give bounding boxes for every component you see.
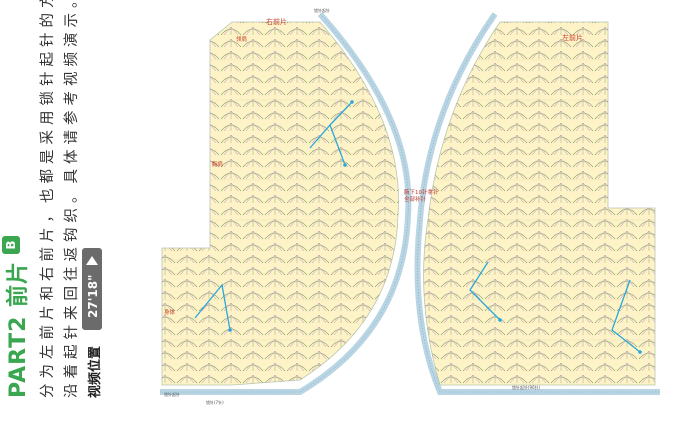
- right-shoulder-label: 领肩: [236, 35, 247, 43]
- left-side-label-2: 全部补针: [404, 195, 427, 203]
- left-piece-name: 左前片: [562, 33, 583, 42]
- left-front-piece: 左前片 腋下10针拿针 全部补针 锁针起针(96针): [404, 12, 660, 395]
- right-body-label: 身体: [164, 308, 176, 316]
- section-badge: B: [2, 236, 20, 254]
- left-start-label: 锁针起针(96针): [512, 384, 541, 390]
- right-piece-name: 右前片: [266, 17, 287, 26]
- left-side-label: 腋下10针拿针: [404, 188, 439, 196]
- right-count-label: 锁针(7针): [206, 399, 224, 405]
- right-start-label: 锁针起针: [164, 391, 180, 397]
- right-front-piece: 右前片 领肩 胸肩 身体 锁针起针 锁针(7针) 锁针起针: [160, 7, 412, 405]
- right-top-tag: 锁针起针: [314, 7, 330, 13]
- play-icon[interactable]: [86, 256, 98, 265]
- video-time-badge[interactable]: [82, 248, 102, 330]
- right-chest-label: 胸肩: [212, 160, 223, 168]
